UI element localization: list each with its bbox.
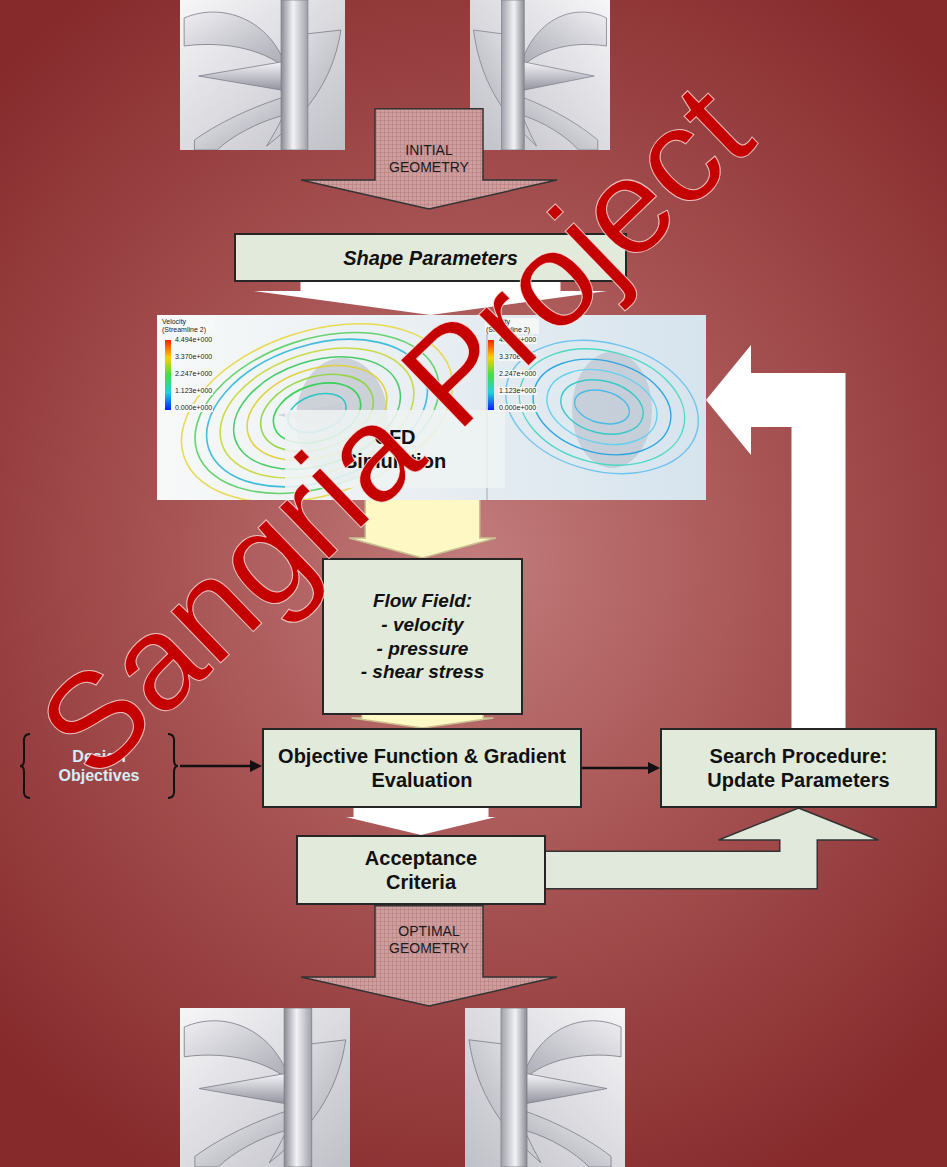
process-box: Shape Parameters — [234, 233, 627, 282]
impeller-illustration — [180, 1008, 350, 1167]
node-text: - pressure — [377, 637, 469, 661]
legend-title: Velocity (Streamline 2) — [161, 318, 215, 334]
scale-value: 0.000e+000 — [174, 404, 213, 412]
node-text: Search Procedure: Update Parameters — [684, 744, 914, 792]
arrow-head — [648, 762, 660, 774]
node-text: OPTIMAL GEOMETRY — [379, 923, 479, 957]
impeller-illustration — [180, 0, 345, 150]
arrow-shaft-outline — [361, 715, 484, 719]
cfd-streamline-image — [157, 315, 706, 500]
cfd-streamline-image — [523, 345, 681, 468]
impeller-illustration — [470, 0, 610, 150]
block-arrow — [546, 808, 879, 870]
node-text: Shape Parameters — [343, 246, 518, 270]
node-text: Design Objectives — [39, 747, 159, 785]
scale-value: 3.370e+000 — [174, 353, 213, 361]
scale-value: 4.494e+000 — [174, 336, 213, 344]
node-text: Acceptance Criteria — [336, 846, 506, 894]
block-arrow — [349, 500, 496, 558]
flow-line — [582, 762, 660, 774]
cfd-streamline-image — [159, 315, 706, 500]
brace — [20, 734, 30, 798]
text-group: Shape Parameters — [343, 246, 518, 270]
brace-outline — [18, 733, 180, 799]
block-arrow — [346, 808, 496, 835]
node-text: Flow Field: — [373, 589, 472, 613]
simulation-panel: CFD Simulation — [157, 315, 706, 500]
cfd-streamline-image — [488, 340, 494, 410]
impeller-illustration — [180, 1008, 350, 1167]
node-text: CFD Simulation — [330, 425, 460, 473]
process-box: Objective Function & Gradient Evaluation — [262, 728, 582, 808]
cfd-streamline-image — [157, 292, 713, 534]
arrow-shaft — [546, 839, 799, 870]
scale-value: 1.123e+000 — [174, 387, 213, 395]
scale-value: 3.370e+000 — [498, 353, 537, 361]
cfd-streamline-image — [539, 359, 665, 456]
impeller-illustration — [465, 1008, 625, 1167]
arrow-shaft — [366, 500, 479, 539]
cfd-streamline-image — [507, 332, 697, 481]
arrow-shaft — [750, 400, 819, 728]
scale-value: 2.247e+000 — [174, 370, 213, 378]
scale-value: 4.494e+000 — [498, 336, 537, 344]
arrow-shaft — [180, 765, 251, 768]
arrow-shaft — [354, 808, 489, 818]
arrow-head — [250, 760, 262, 772]
cfd-streamline-image — [571, 385, 633, 430]
arrow-head — [706, 345, 751, 455]
text-group: Search Procedure: Update Parameters — [684, 744, 914, 792]
impeller-illustration — [465, 1008, 625, 1167]
impeller-illustration — [180, 0, 345, 150]
block-arrow — [254, 282, 607, 315]
text-group: Acceptance Criteria — [336, 846, 506, 894]
arrow-head — [719, 808, 879, 840]
arrow-shaft — [363, 715, 483, 719]
text-group: INITIAL GEOMETRY — [300, 142, 558, 176]
text-group: Design Objectives — [39, 747, 159, 785]
block-arrow — [706, 345, 819, 728]
arrow-shaft-outline — [546, 839, 799, 870]
text-group: OPTIMAL GEOMETRY — [300, 923, 558, 957]
arrow-head — [352, 718, 494, 728]
arrow-head — [346, 817, 496, 835]
scale-value: 1.123e+000 — [498, 387, 537, 395]
scale-value: 2.247e+000 — [498, 370, 537, 378]
objectives-brace: Design Objectives — [18, 733, 180, 799]
arrow-outline — [300, 905, 558, 1007]
arrow-head — [349, 538, 496, 558]
text-group: CFD Simulation — [285, 410, 505, 488]
arrow-shaft — [582, 767, 649, 770]
node-text: - shear stress — [361, 660, 485, 684]
text-group: Flow Field:- velocity- pressure- shear s… — [361, 589, 485, 684]
decision-box: Acceptance Criteria — [296, 835, 546, 905]
arrow-outline — [301, 109, 557, 209]
arrow-head — [254, 291, 607, 315]
text-group: Objective Function & Gradient Evaluation — [277, 744, 567, 792]
node-text: Objective Function & Gradient Evaluation — [277, 744, 567, 792]
data-box: Flow Field:- velocity- pressure- shear s… — [322, 558, 523, 715]
block-arrow — [352, 715, 494, 728]
geometry-arrow: INITIAL GEOMETRY — [300, 108, 558, 210]
node-text: - velocity — [381, 613, 463, 637]
flow-line — [180, 760, 262, 772]
cfd-streamline-image — [165, 340, 171, 410]
process-box: Search Procedure: Update Parameters — [660, 728, 937, 808]
arrow-outline — [301, 906, 557, 1006]
cfd-streamline-image — [491, 321, 706, 493]
cfd-streamline-image — [491, 321, 706, 493]
arrow-shaft-outline — [365, 500, 481, 539]
impeller-illustration — [470, 0, 610, 150]
node-text: INITIAL GEOMETRY — [379, 142, 479, 176]
brace — [168, 734, 178, 798]
geometry-arrow: OPTIMAL GEOMETRY — [300, 905, 558, 1007]
arrow-shaft — [301, 282, 561, 292]
legend-title: Velocity (Streamline 2) — [485, 318, 539, 334]
